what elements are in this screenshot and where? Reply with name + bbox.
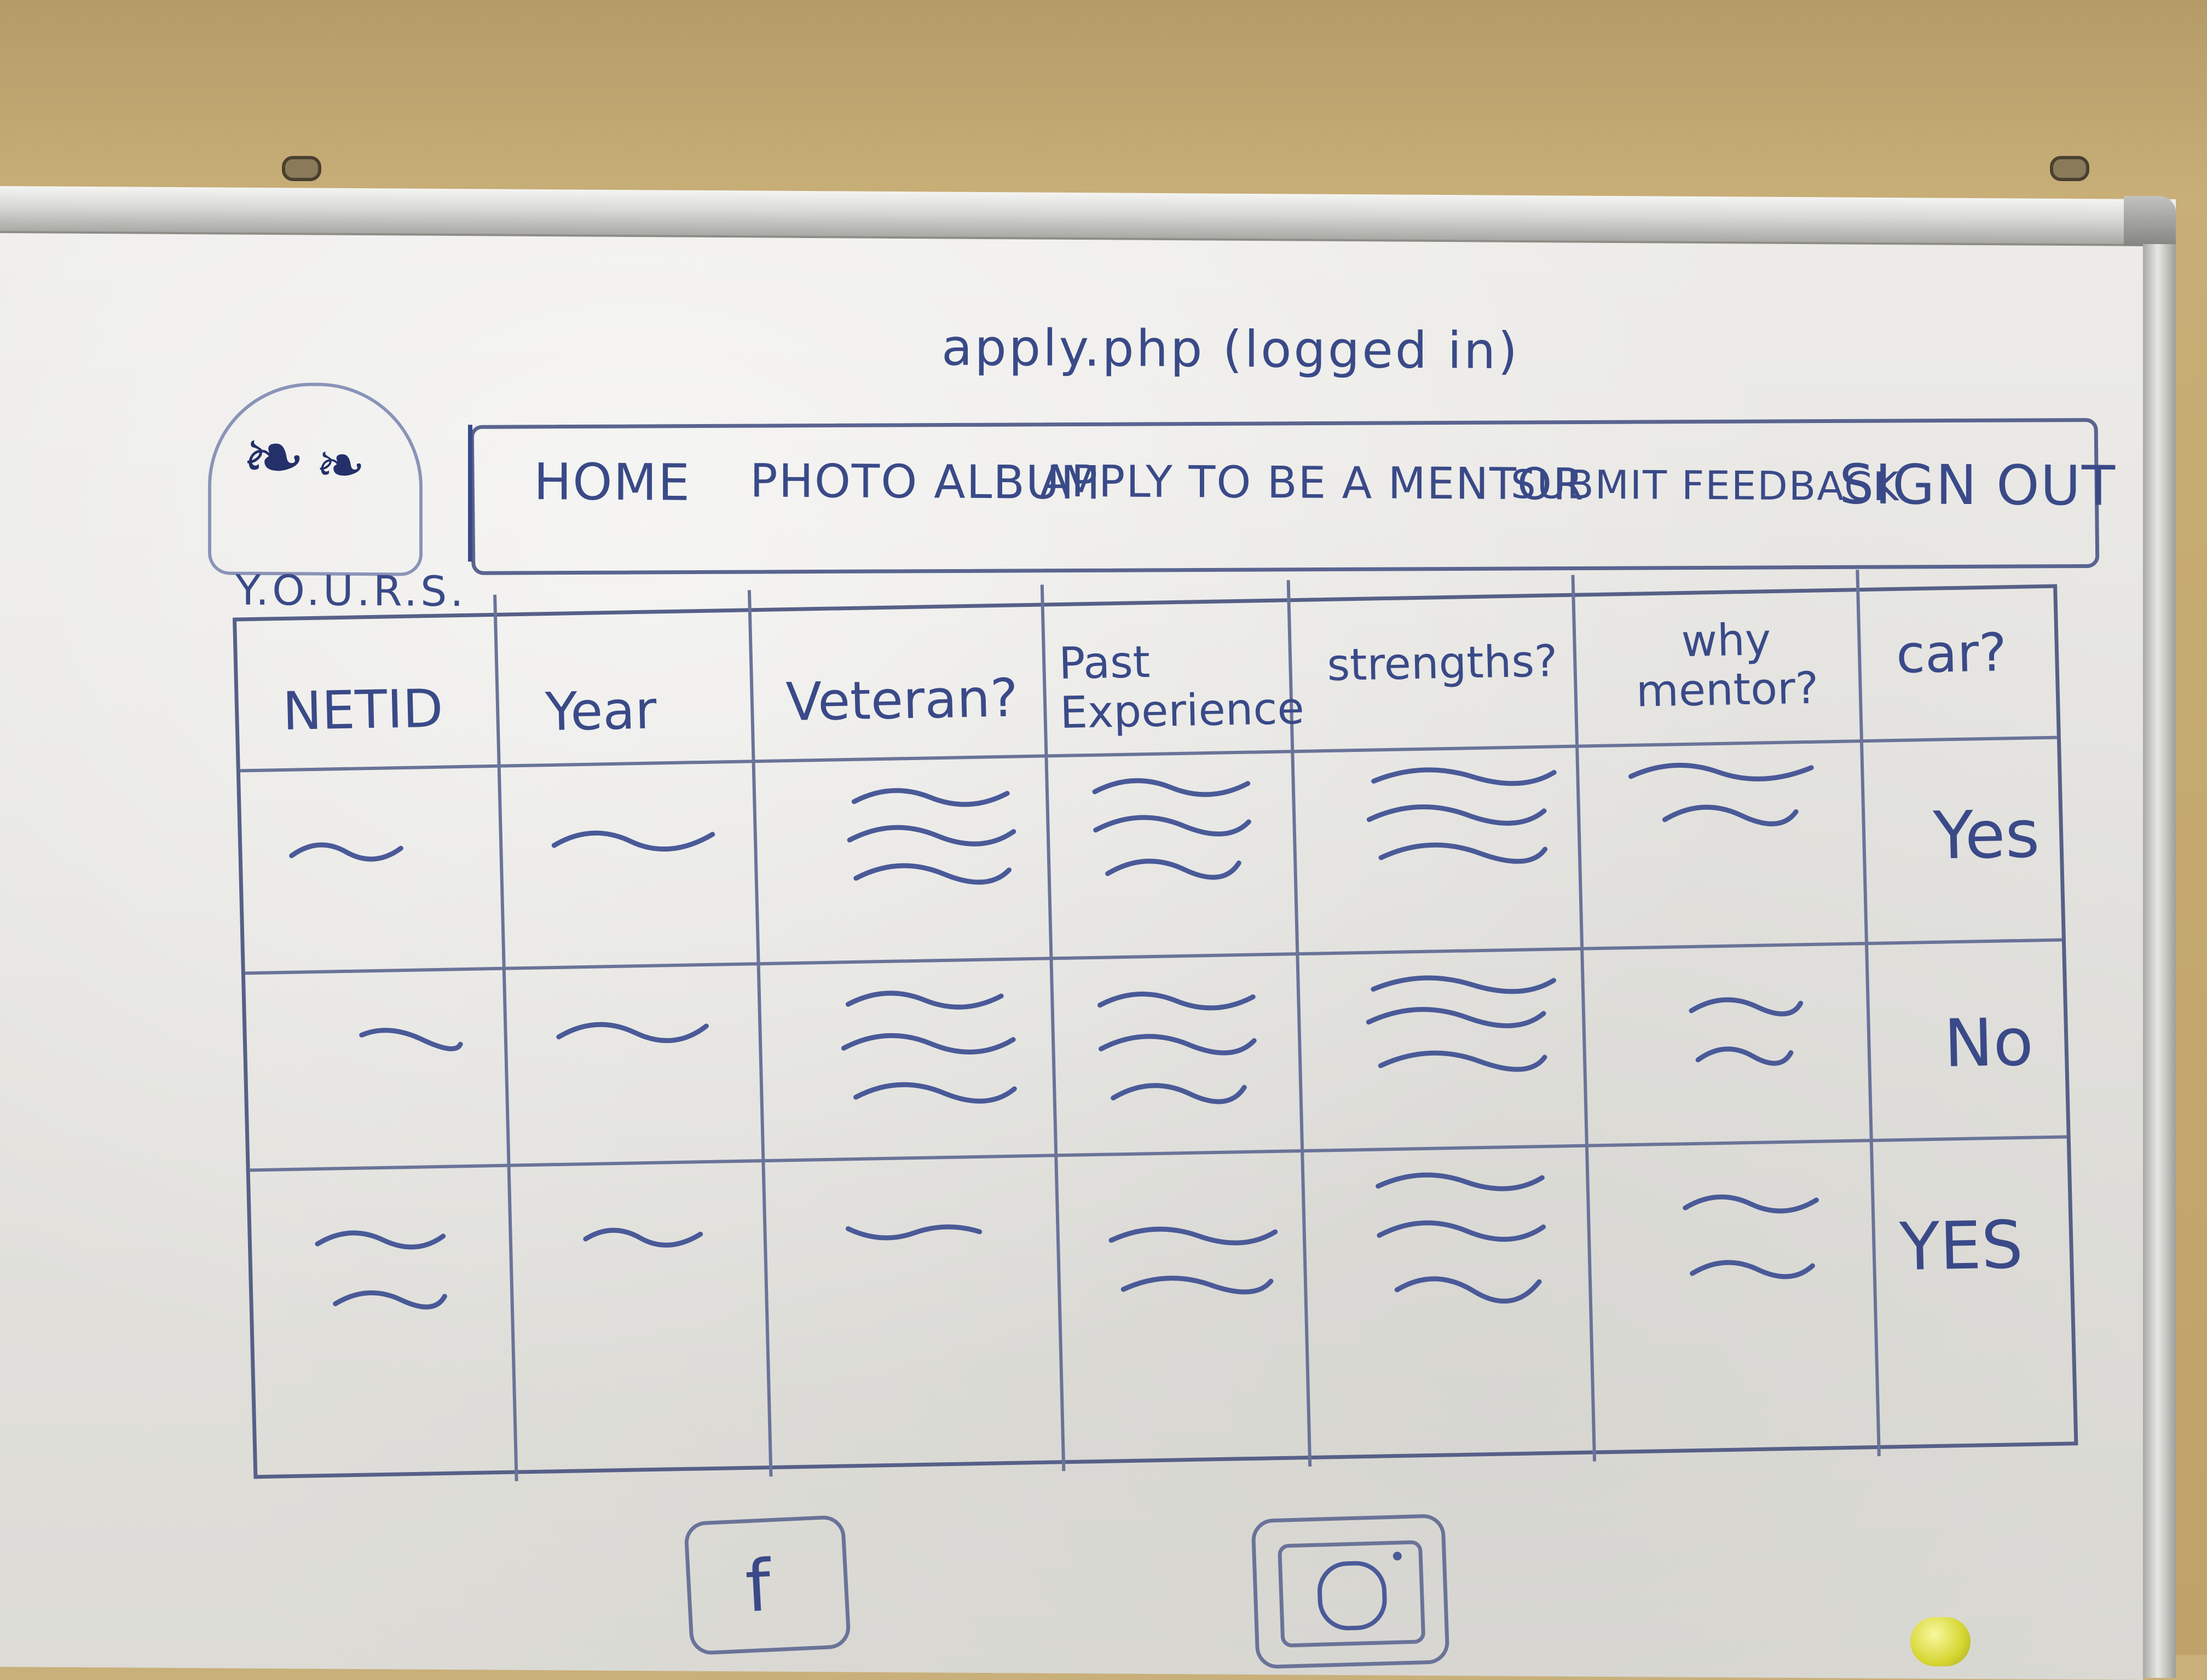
logo-text: Y.O.U.R.S.: [235, 565, 467, 616]
placeholder-text: [1376, 1172, 1546, 1304]
logo-badge[interactable]: ❧ ❧: [208, 382, 423, 576]
page-title: apply.php (logged in): [941, 318, 1520, 380]
facebook-letter: f: [743, 1544, 773, 1629]
placeholder-text: [551, 830, 715, 851]
nav-sign-out[interactable]: SIGN OUT: [1839, 452, 2117, 518]
table-col-divider: [1571, 575, 1597, 1462]
placeholder-text: [1092, 778, 1251, 880]
nav-apply-mentor[interactable]: APPLY TO BE A MENTOR: [1040, 455, 1585, 510]
placeholder-text: [1366, 975, 1557, 1072]
placeholder-text: [583, 1227, 703, 1248]
whiteboard-surface: apply.php (logged in) ❧ ❧ Y.O.U.R.S. HOM…: [0, 233, 2143, 1680]
placeholder-text: [1366, 767, 1557, 864]
instagram-icon[interactable]: [1251, 1514, 1450, 1670]
col-header-past-experience: Past Experience: [1058, 636, 1305, 738]
car-value: Yes: [1932, 796, 2041, 874]
placeholder-text: [556, 1022, 709, 1043]
board-hook-left: [282, 156, 321, 181]
magnet: [1910, 1617, 1971, 1666]
table-row-divider: [250, 1135, 2067, 1172]
applications-table: NETID Year Veteran? Past Experience stre…: [233, 570, 2078, 1481]
person-icon: ❧: [315, 430, 366, 501]
col-header-why-mentor: why mentor?: [1635, 614, 1819, 717]
placeholder-text: [1683, 1194, 1819, 1279]
placeholder-text: [845, 1224, 983, 1241]
col-header-car: car?: [1895, 622, 2008, 685]
car-value: No: [1943, 1004, 2035, 1082]
placeholder-text: [1097, 992, 1257, 1104]
person-icon: ❧: [241, 413, 306, 503]
whiteboard-frame-right: [2143, 244, 2176, 1678]
nav-divider: [468, 425, 472, 562]
placeholder-text: [1628, 762, 1814, 826]
col-header-year: Year: [544, 679, 657, 743]
placeholder-text: [1689, 997, 1804, 1066]
placeholder-text: [847, 788, 1016, 885]
table-row-divider: [245, 938, 2062, 975]
whiteboard-frame-corner: [2124, 195, 2176, 251]
col-header-strengths: strengths?: [1326, 635, 1558, 691]
placeholder-text: [315, 1230, 447, 1310]
placeholder-text: [359, 1028, 463, 1051]
wall-background: [0, 0, 2207, 197]
nav-home[interactable]: HOME: [534, 452, 691, 512]
placeholder-text: [841, 990, 1017, 1104]
table-col-divider: [493, 594, 518, 1481]
col-header-veteran: Veteran?: [785, 667, 1019, 733]
board-hook-right: [2050, 156, 2089, 181]
placeholder-text: [1108, 1226, 1278, 1295]
facebook-icon[interactable]: f: [683, 1514, 852, 1656]
table-col-divider: [1856, 570, 1881, 1456]
placeholder-text: [289, 842, 403, 862]
car-value: YES: [1898, 1207, 2024, 1286]
instagram-lens: [1316, 1560, 1388, 1631]
table-col-divider: [747, 590, 773, 1477]
whiteboard: apply.php (logged in) ❧ ❧ Y.O.U.R.S. HOM…: [0, 186, 2176, 1680]
col-header-netid: NETID: [281, 677, 444, 742]
